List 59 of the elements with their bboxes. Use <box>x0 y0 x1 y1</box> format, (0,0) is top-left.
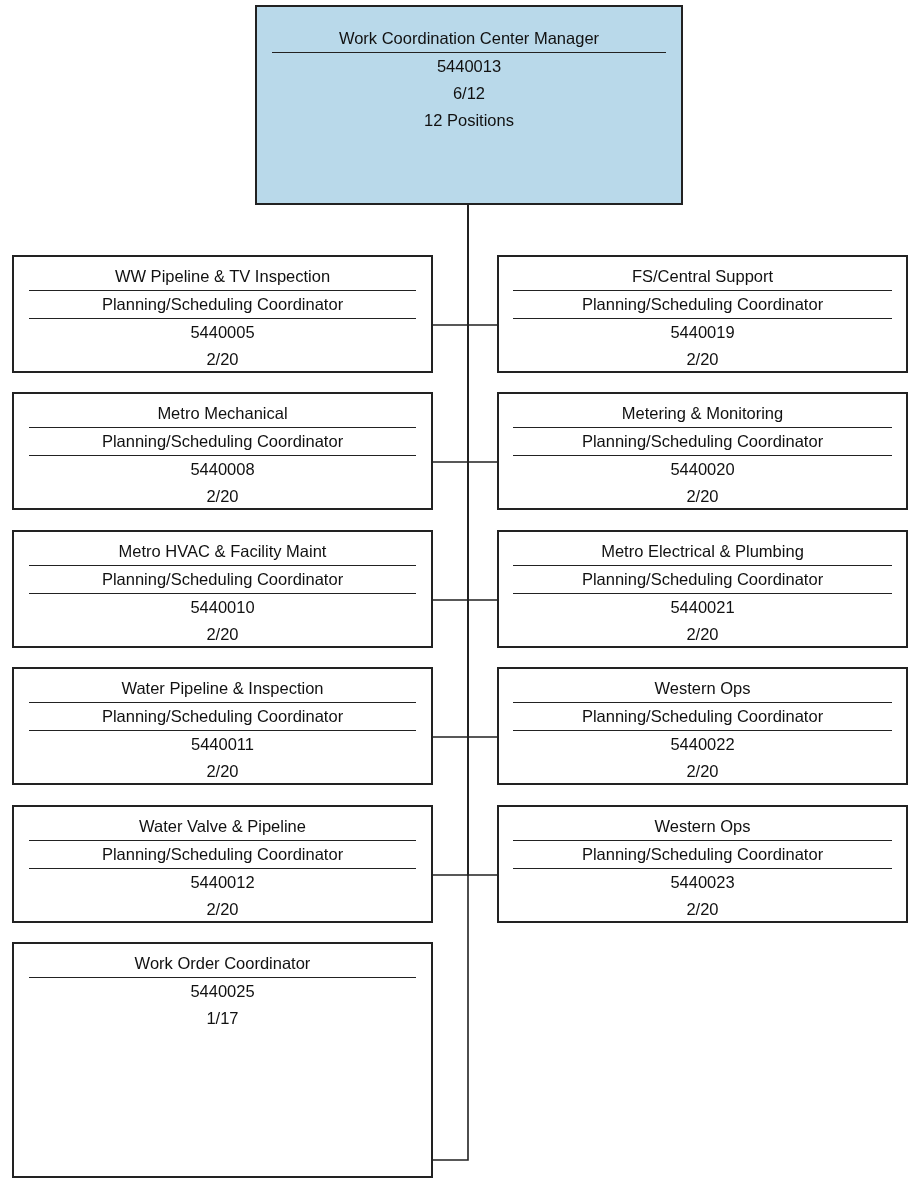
position-box <box>12 392 433 510</box>
position-title: Metro Electrical & Plumbing <box>601 541 804 562</box>
position-detail: Planning/Scheduling Coordinator <box>581 569 824 590</box>
position-detail: 2/20 <box>206 624 239 645</box>
position-detail: 5440011 <box>191 734 254 755</box>
position-detail: 2/20 <box>206 899 239 920</box>
position-box <box>12 667 433 785</box>
position-detail: 2/20 <box>686 486 719 507</box>
position-detail: 5440010 <box>190 597 255 618</box>
position-box <box>497 392 908 510</box>
position-detail: 5440008 <box>190 459 255 480</box>
position-box <box>497 667 908 785</box>
position-title: Metro Mechanical <box>157 403 288 424</box>
position-box <box>12 942 433 1178</box>
position-detail: 5440025 <box>190 981 255 1002</box>
position-box <box>497 530 908 648</box>
position-detail: 5440022 <box>670 734 735 755</box>
position-detail: Planning/Scheduling Coordinator <box>101 431 344 452</box>
position-title: Water Valve & Pipeline <box>139 816 306 837</box>
position-detail: 5440012 <box>190 872 255 893</box>
position-box <box>12 805 433 923</box>
position-title: Western Ops <box>654 816 751 837</box>
position-box <box>497 805 908 923</box>
position-detail: Planning/Scheduling Coordinator <box>581 844 824 865</box>
position-detail: Planning/Scheduling Coordinator <box>101 844 344 865</box>
position-detail: 12 Positions <box>424 110 514 131</box>
position-detail: Planning/Scheduling Coordinator <box>581 294 824 315</box>
position-detail: 2/20 <box>686 349 719 370</box>
position-title: Metro HVAC & Facility Maint <box>118 541 327 562</box>
position-title: FS/Central Support <box>631 266 774 287</box>
position-detail: 2/20 <box>206 349 239 370</box>
position-detail: 2/20 <box>206 486 239 507</box>
position-detail: 5440005 <box>190 322 255 343</box>
position-detail: 2/20 <box>686 899 719 920</box>
position-box <box>12 530 433 648</box>
position-detail: 2/20 <box>686 624 719 645</box>
position-detail: 5440020 <box>670 459 735 480</box>
position-detail: 2/20 <box>206 761 239 782</box>
position-title: Water Pipeline & Inspection <box>121 678 324 699</box>
position-title: Western Ops <box>654 678 751 699</box>
position-title: WW Pipeline & TV Inspection <box>114 266 331 287</box>
position-detail: 5440013 <box>436 56 502 77</box>
position-box <box>12 255 433 373</box>
position-detail: 1/17 <box>206 1008 239 1029</box>
position-detail: 5440021 <box>670 597 735 618</box>
position-detail: Planning/Scheduling Coordinator <box>581 706 824 727</box>
position-detail: Planning/Scheduling Coordinator <box>101 706 344 727</box>
position-detail: 2/20 <box>686 761 719 782</box>
manager-box <box>255 5 683 205</box>
position-detail: 5440023 <box>670 872 735 893</box>
position-detail: Planning/Scheduling Coordinator <box>581 431 824 452</box>
position-detail: 5440019 <box>670 322 735 343</box>
position-detail: 6/12 <box>452 83 486 104</box>
position-title: Metering & Monitoring <box>621 403 784 424</box>
position-detail: Planning/Scheduling Coordinator <box>101 569 344 590</box>
position-box <box>497 255 908 373</box>
position-title: Work Order Coordinator <box>134 953 311 974</box>
position-detail: Planning/Scheduling Coordinator <box>101 294 344 315</box>
position-title: Work Coordination Center Manager <box>338 28 600 49</box>
